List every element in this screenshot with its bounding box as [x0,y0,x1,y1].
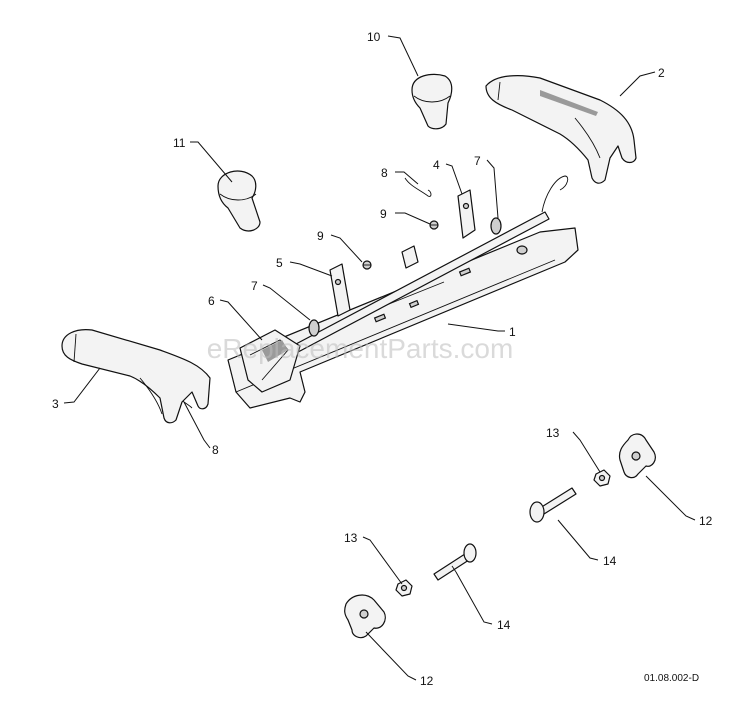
callout-1: 1 [509,325,516,339]
drawing-code: 01.08.002-D [644,673,699,684]
callout-10: 10 [367,30,381,44]
part-upright-bracket-left [329,263,351,317]
part-lever-handle-left [61,329,211,424]
callout-2: 2 [658,66,665,80]
part-pin-right [529,487,577,523]
part-pin-left [433,543,477,581]
part-knob-left [217,170,261,232]
callout-6: 6 [208,294,215,308]
part-lever-handle-right [485,75,637,184]
callout-7-left: 7 [251,279,258,293]
watermark: eReplacementParts.com [207,333,514,364]
part-knob-upper [411,73,453,130]
part-star-knob-left [344,594,386,639]
callout-12-left: 12 [420,674,434,688]
part-left-end-bracket [239,329,301,393]
callout-labels: 10 2 11 8 4 7 9 9 5 7 6 1 3 8 13 12 14 1… [52,30,713,688]
part-cotter-pin-top [404,177,432,197]
part-nut-left [395,579,413,597]
callout-12-right: 12 [699,514,713,528]
part-bushing-left [308,319,320,337]
callout-4: 4 [433,158,440,172]
callout-9-upper: 9 [380,207,387,221]
part-bolt-upper [429,220,439,230]
callout-13-left: 13 [344,531,358,545]
callout-8-left: 8 [212,443,219,457]
callout-3: 3 [52,397,59,411]
callout-7-right: 7 [474,154,481,168]
callout-14-right: 14 [603,554,617,568]
part-center-tab [401,245,419,269]
callout-5: 5 [276,256,283,270]
part-star-knob-right [618,433,656,479]
callout-13-right: 13 [546,426,560,440]
callout-14-left: 14 [497,618,511,632]
callout-11: 11 [173,136,186,150]
callout-9-lower: 9 [317,229,324,243]
part-nut-right [593,469,611,487]
callout-8-top: 8 [381,166,388,180]
leader-lines [63,35,696,681]
part-bushing-right [490,217,502,235]
part-bolt-lower [362,260,372,270]
part-upright-bracket-right [457,189,476,239]
